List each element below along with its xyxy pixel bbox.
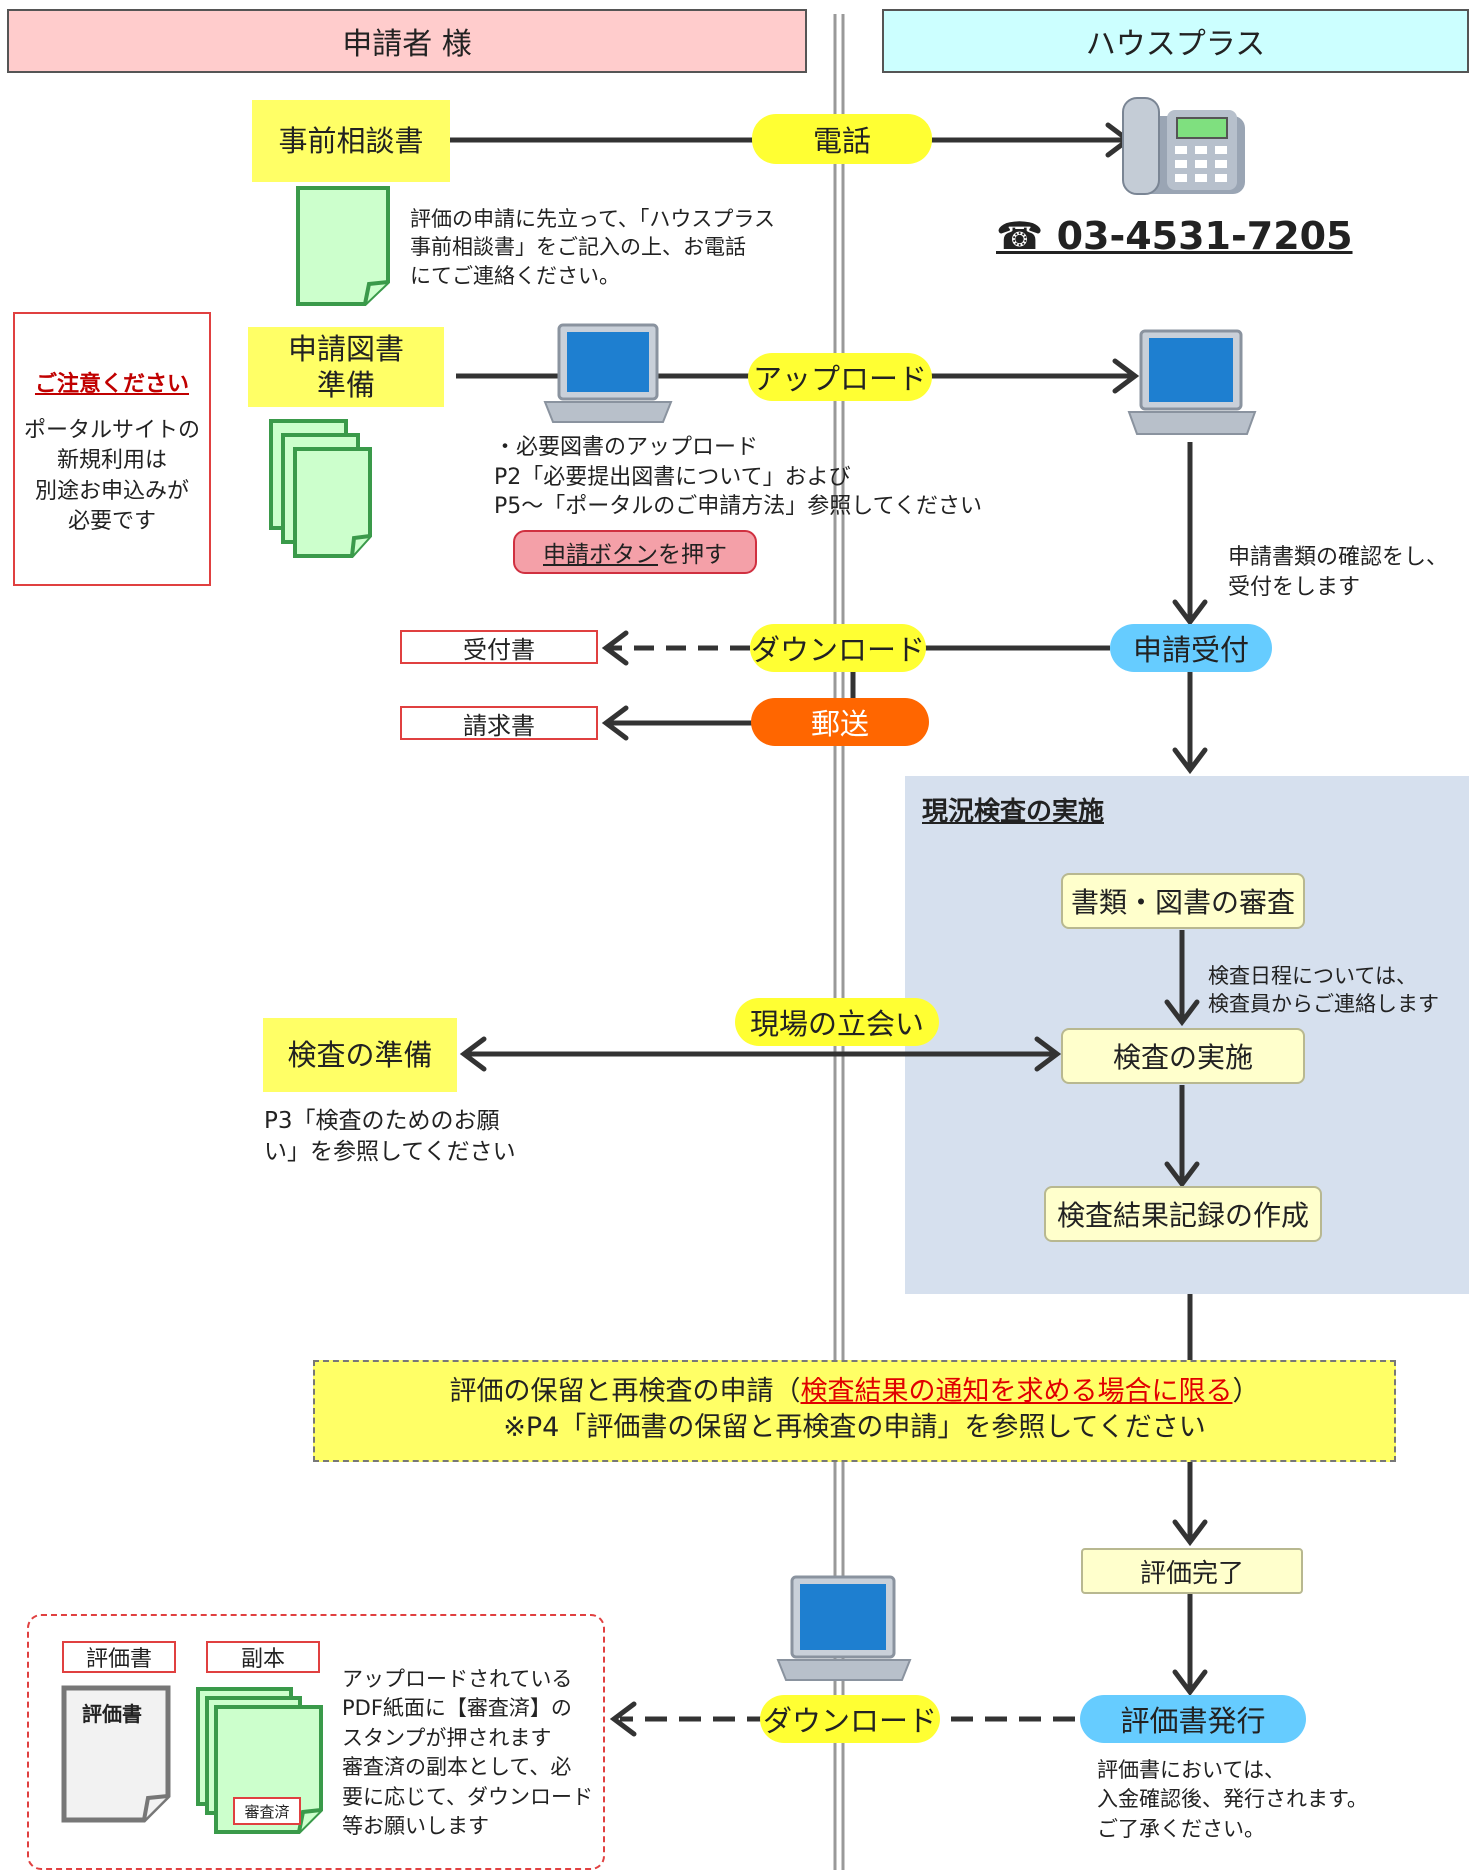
laptop-icon-download	[776, 1575, 912, 1681]
onsite-pill: 現場の立会い	[735, 998, 939, 1046]
copy-label: 副本	[206, 1641, 320, 1673]
mail-pill: 郵送	[751, 698, 929, 746]
applicant-header: 申請者 様	[7, 9, 807, 73]
consult-note: 評価の申請に先立って、「ハウスプラス事前相談書」をご記入の上、お電話にてご連絡く…	[410, 207, 775, 288]
application-received-pill: 申請受付	[1110, 624, 1272, 672]
inspection-execute-box: 検査の実施	[1061, 1028, 1305, 1084]
apply-button[interactable]: 申請ボタンを押す	[513, 530, 757, 574]
phone-number: ☎ 03-4531-7205	[996, 214, 1353, 258]
apply-button-suffix: を押す	[658, 542, 727, 568]
evaluation-report-icon	[61, 1685, 171, 1823]
application-docs-box: 申請図書準備	[248, 327, 444, 407]
report-issued-pill: 評価書発行	[1080, 1695, 1306, 1743]
hold-line1-post: ）	[1232, 1376, 1260, 1407]
document-review-box: 書類・図書の審査	[1061, 873, 1305, 929]
hold-line1-pre: 評価の保留と再検査の申請（	[449, 1376, 801, 1407]
laptop-icon-houseplus	[1127, 329, 1257, 435]
inspection-record-box: 検査結果記録の作成	[1044, 1186, 1322, 1242]
receipt-doc: 受付書	[400, 630, 598, 664]
stacked-documents-icon	[269, 419, 372, 558]
phone-pill: 電話	[752, 114, 932, 164]
upload-pill: アップロード	[748, 353, 932, 401]
portal-notice-box: ご注意ください ポータルサイトの新規利用は 別途お申込みが必要です	[13, 312, 211, 586]
telephone-icon	[1122, 97, 1245, 195]
confirm-note: 申請書類の確認をし、受付をします	[1228, 545, 1449, 600]
inspection-title: 現況検査の実施	[922, 797, 1105, 827]
evaluation-complete-box: 評価完了	[1081, 1548, 1303, 1594]
reviewed-stamp: 審査済	[233, 1797, 301, 1825]
laptop-icon	[543, 323, 673, 423]
hold-line1-link: 検査結果の通知を求める場合に限る	[800, 1376, 1233, 1407]
apply-button-label: 申請ボタン	[543, 542, 658, 568]
document-icon	[296, 186, 390, 306]
schedule-note: 検査日程については、検査員からご連絡します	[1208, 964, 1439, 1017]
deliverables-box	[27, 1614, 605, 1870]
hold-line2: ※P4「評価書の保留と再検査の申請」を参照してください	[503, 1412, 1206, 1444]
prep-note: P3「検査のためのお願い」を参照してください	[264, 1108, 516, 1166]
consultation-form-box: 事前相談書	[252, 100, 450, 182]
notice-body: ポータルサイトの新規利用は 別途お申込みが必要です	[23, 418, 200, 535]
invoice-doc: 請求書	[400, 706, 598, 740]
report-doc-title: 評価書	[82, 1702, 142, 1726]
inspection-prep-box: 検査の準備	[263, 1018, 457, 1092]
houseplus-header: ハウスプラス	[882, 9, 1469, 73]
evaluation-report-label: 評価書	[62, 1641, 176, 1673]
hold-reinspection-box: 評価の保留と再検査の申請（検査結果の通知を求める場合に限る） ※P4「評価書の保…	[313, 1360, 1396, 1462]
report-download-pill[interactable]: ダウンロード	[760, 1695, 940, 1743]
notice-title: ご注意ください	[34, 372, 189, 397]
issue-note: 評価書においては、入金確認後、発行されます。ご了承ください。	[1097, 1758, 1368, 1841]
receipt-download-pill[interactable]: ダウンロード	[750, 624, 926, 672]
